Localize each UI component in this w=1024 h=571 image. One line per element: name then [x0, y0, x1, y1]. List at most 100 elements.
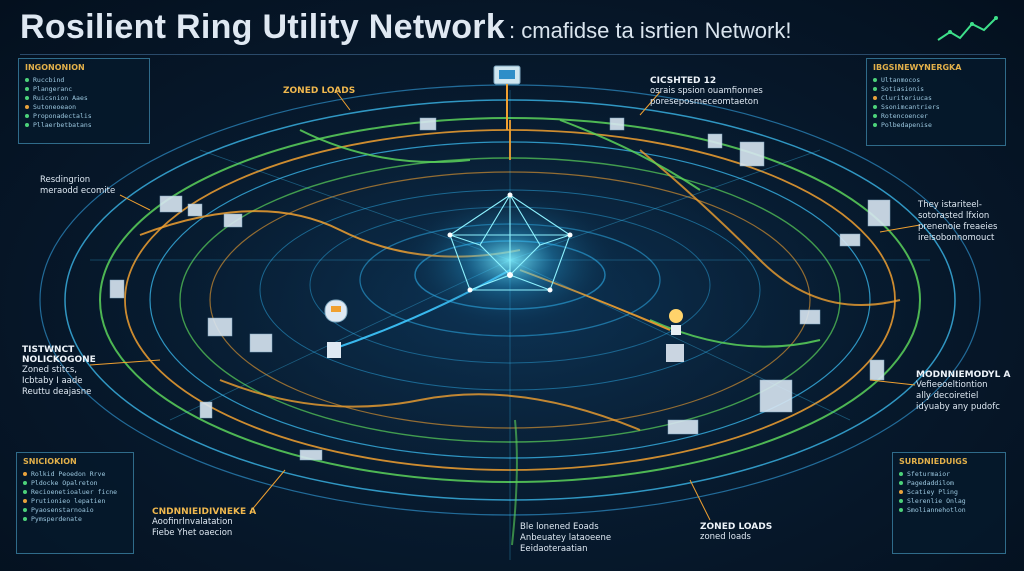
- panel-row: Proponadectalis: [25, 111, 143, 120]
- status-dot-icon: [23, 489, 27, 494]
- callout-line: idyuaby any pudofc: [916, 402, 1000, 412]
- panel-row-label: Pymsperdenate: [31, 514, 82, 523]
- callout-line: Reuttu deajasne: [22, 387, 92, 397]
- status-dot-icon: [899, 507, 903, 512]
- panel-bottom-left: SNICIOKION Rolkid Peoedon Rrve Pldocke O…: [16, 452, 134, 554]
- panel-row: Plangeranc: [25, 84, 143, 93]
- meter-icon: [493, 65, 521, 130]
- panel-row: Ssonimcantriers: [873, 102, 999, 111]
- status-dot-icon: [25, 95, 29, 100]
- callout-line: Ble lonened Eoads: [520, 522, 599, 532]
- callout-bottom-center: Ble lonened Eoads Anbeuatey lataoeene Ee…: [520, 522, 611, 555]
- status-dot-icon: [23, 498, 27, 503]
- status-dot-icon: [25, 77, 29, 82]
- panel-top-left: INGONONION Ruccbind Plangeranc Ruicsnion…: [18, 58, 150, 144]
- panel-row: Cluriteriucas: [873, 93, 999, 102]
- panel-row-label: Scatiey Pling: [907, 487, 958, 496]
- panel-row-label: Recioenetioaluer ficne: [31, 487, 118, 496]
- callout-line: meraodd ecomite: [40, 186, 116, 196]
- panel-row: Ultanmocos: [873, 75, 999, 84]
- callout-heading: They istariteel-: [918, 200, 982, 210]
- panel-row-label: Pagedaddilom: [907, 478, 954, 487]
- page-title: Rosilient Ring Utility Network: cmafidse…: [20, 8, 791, 47]
- status-dot-icon: [873, 95, 877, 100]
- status-dot-icon: [23, 471, 27, 476]
- meter-icon-left: [324, 299, 348, 358]
- panel-row: Scatiey Pling: [899, 487, 999, 496]
- panel-row: Sotiasionis: [873, 84, 999, 93]
- panel-row: Pllaerbetbatans: [25, 120, 143, 129]
- panel-row: Ruicsnion Aaes: [25, 93, 143, 102]
- callout-heading: NOLICKOGONE: [22, 355, 96, 365]
- callout-line: prenenoie freaeies: [918, 222, 998, 232]
- panel-row-label: Ruicsnion Aaes: [33, 93, 88, 102]
- callout-line: zoned loads: [700, 532, 751, 542]
- callout-line: sotorasted lfxion: [918, 211, 990, 221]
- callout-line: ally decoiretiel: [916, 391, 979, 401]
- status-dot-icon: [899, 480, 903, 485]
- panel-row-label: Ruccbind: [33, 75, 65, 84]
- status-dot-icon: [23, 507, 27, 512]
- callout-heading: Resdingrion: [40, 175, 91, 185]
- callout-line: poreseposmeceomtaeton: [650, 97, 759, 107]
- panel-row: Pymsperdenate: [23, 514, 127, 523]
- callout-line: ireisobonnomouct: [918, 233, 995, 243]
- callout-right-mid: They istariteel- sotorasted lfxion prene…: [918, 200, 997, 244]
- status-dot-icon: [23, 480, 27, 485]
- panel-row: Sutoneoeaon: [25, 102, 143, 111]
- callout-cisshted: CICSHTED 12 osrais spsion ouamfionnes po…: [650, 76, 763, 108]
- callout-heading: TISTWNCT: [22, 345, 75, 355]
- callout-left-low: TISTWNCT NOLICKOGONE Zoned stitcs, Icbta…: [22, 345, 96, 398]
- callout-heading: ZONED LOADS: [700, 522, 773, 532]
- panel-row-label: Pldocke Opalreton: [31, 478, 98, 487]
- status-dot-icon: [899, 498, 903, 503]
- panel-row-label: Rolkid Peoedon Rrve: [31, 469, 106, 478]
- panel-row: Rolkid Peoedon Rrve: [23, 469, 127, 478]
- callout-heading: CNDNNIEIDIVNEKE A: [152, 507, 257, 517]
- panel-header: SURDNIEDUIGS: [899, 457, 968, 466]
- status-dot-icon: [25, 122, 29, 127]
- status-dot-icon: [25, 86, 29, 91]
- sphere-nodes: [447, 192, 573, 293]
- status-dot-icon: [873, 104, 877, 109]
- sparkline-icon: [937, 16, 998, 41]
- panel-row: Ruccbind: [25, 75, 143, 84]
- panel-row-label: Rotencoencer: [881, 111, 928, 120]
- callout-left-mid: Resdingrion meraodd ecomite: [40, 175, 115, 197]
- panel-row: Slerenlie Onlag: [899, 496, 999, 505]
- panel-row: Pagedaddilom: [899, 478, 999, 487]
- panel-row-label: Smoliannehotlon: [907, 505, 966, 514]
- panel-row-label: Slerenlie Onlag: [907, 496, 966, 505]
- callout-zoned-loads-top: ZONED LOADS: [283, 86, 355, 96]
- status-dot-icon: [873, 122, 877, 127]
- panel-row: Polbedapenise: [873, 120, 999, 129]
- panel-header: SNICIOKION: [23, 457, 77, 466]
- status-dot-icon: [899, 471, 903, 476]
- panel-row-label: Proponadectalis: [33, 111, 92, 120]
- lightbulb-icon: [666, 309, 684, 362]
- callout-line: Zoned stitcs,: [22, 365, 77, 375]
- title-main: Rosilient Ring Utility Network: [20, 8, 506, 46]
- callout-line: Icbtaby I aade: [22, 376, 83, 386]
- panel-row-label: Sfeturmaior: [907, 469, 951, 478]
- title-subtitle: : cmafidse ta isrtien Network!: [509, 18, 792, 43]
- panel-header: IBGSINEWYNERGKA: [873, 63, 962, 72]
- status-dot-icon: [873, 113, 877, 118]
- panel-row: Recioenetioaluer ficne: [23, 487, 127, 496]
- panel-row-label: Plangeranc: [33, 84, 73, 93]
- panel-bottom-right: SURDNIEDUIGS Sfeturmaior Pagedaddilom Sc…: [892, 452, 1006, 554]
- callout-line: osrais spsion ouamfionnes: [650, 86, 763, 96]
- callout-line: Aoofinrlnvalatation: [152, 517, 233, 527]
- panel-row-label: Cluriteriucas: [881, 93, 932, 102]
- panel-row-label: Ultanmocos: [881, 75, 921, 84]
- panel-row-label: Prutionieo lepatien: [31, 496, 106, 505]
- callout-bottom-left: CNDNNIEIDIVNEKE A Aoofinrlnvalatation Fi…: [152, 507, 256, 539]
- status-dot-icon: [23, 516, 27, 521]
- panel-row: Smoliannehotlon: [899, 505, 999, 514]
- network-sphere-icon: [449, 193, 571, 291]
- panel-row-label: Sotiasionis: [881, 84, 925, 93]
- status-dot-icon: [25, 104, 29, 109]
- callout-line: Vefieeoeltiontion: [916, 380, 988, 390]
- callout-leaders: [89, 89, 921, 521]
